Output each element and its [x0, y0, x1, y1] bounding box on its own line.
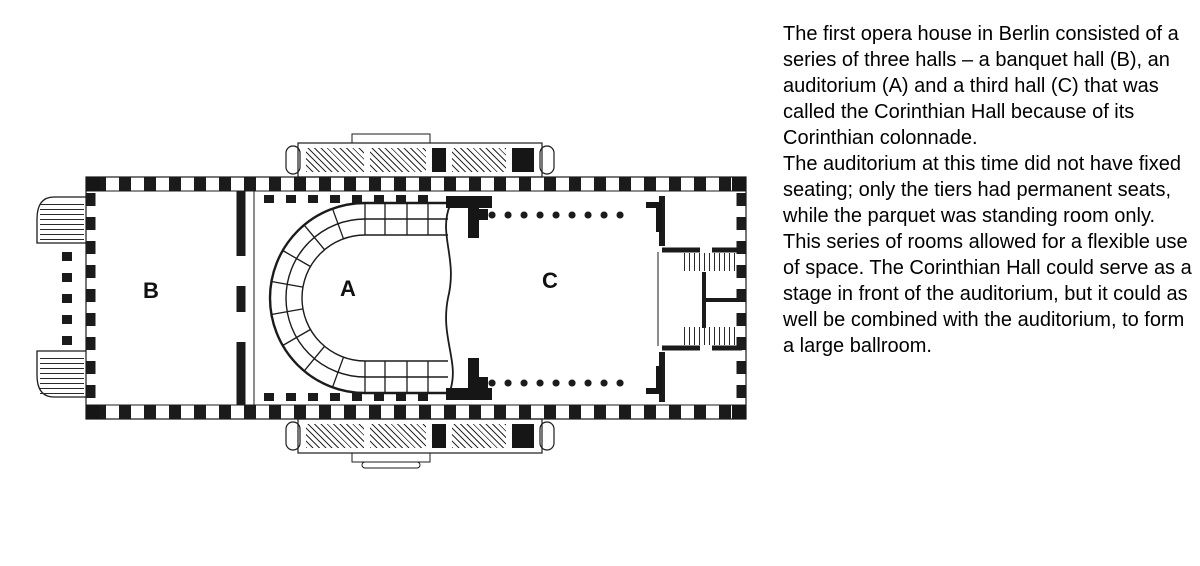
- floor-plan: B A C: [36, 133, 747, 469]
- east-stair-hatch-top: [684, 253, 738, 271]
- corinthian-colonnade: [488, 211, 638, 387]
- north-pavilion-hatch-left: [306, 148, 364, 172]
- north-pavilion-hatch-right: [452, 148, 506, 172]
- north-pavilion: [285, 133, 555, 178]
- floor-plan-drawing: [36, 133, 747, 469]
- south-pavilion-hatch-mid: [370, 424, 426, 448]
- east-rooms: [657, 196, 742, 402]
- description-paragraph-1: The first opera house in Berlin consiste…: [783, 23, 1179, 149]
- north-pavilion-hatch-mid: [370, 148, 426, 172]
- description-paragraph-2: The auditorium at this time did not have…: [783, 153, 1181, 227]
- stage-front-line: [445, 204, 454, 392]
- plan-label-corinthian-hall: C: [542, 268, 558, 293]
- outer-walls: [85, 176, 747, 420]
- description-paragraph-3: This series of rooms allowed for a flexi…: [783, 231, 1192, 357]
- wall-b-a: [236, 191, 255, 405]
- west-stair-hatch-top: [40, 200, 84, 240]
- south-pavilion: [285, 418, 555, 469]
- description-text: The first opera house in Berlin consiste…: [783, 0, 1193, 566]
- auditorium-tiers: [268, 201, 448, 395]
- auditorium-corridor-walls: [264, 195, 438, 401]
- west-stair-hatch-bottom: [40, 354, 84, 394]
- south-pavilion-hatch-left: [306, 424, 364, 448]
- solid-wall-fills: [86, 148, 746, 448]
- east-stair-hatch-bottom: [684, 327, 738, 345]
- south-pavilion-hatch-right: [452, 424, 506, 448]
- plan-label-banquet-hall: B: [143, 278, 159, 303]
- plan-label-auditorium: A: [340, 276, 356, 301]
